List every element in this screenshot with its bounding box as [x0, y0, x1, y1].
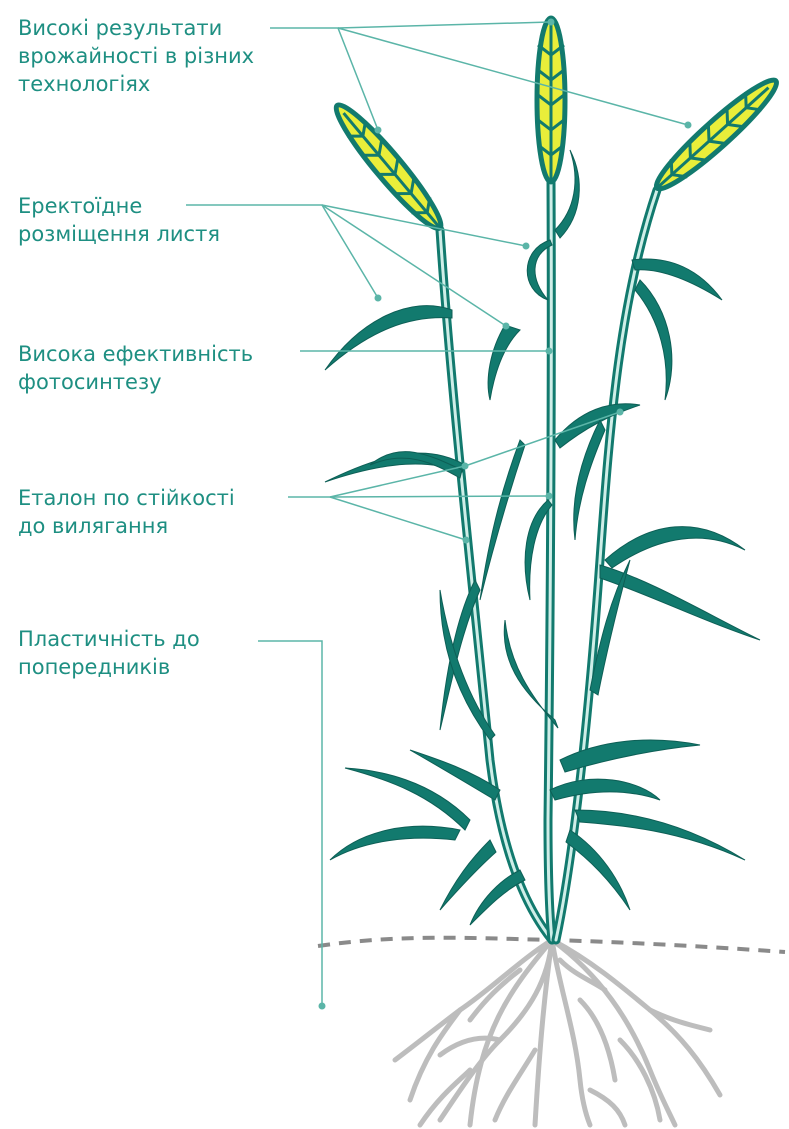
callout-predecessor-line2: попередників — [18, 653, 200, 681]
callout-yield: Високі результати врожайності в різних т… — [18, 14, 254, 98]
leader-lines — [186, 22, 688, 1006]
callout-lodging-resistance: Еталон по стійкості до вилягання — [18, 484, 235, 540]
callout-lodging-line1: Еталон по стійкості — [18, 484, 235, 512]
callout-yield-line2: врожайності в різних — [18, 42, 254, 70]
callout-predecessor-line1: Пластичність до — [18, 625, 200, 653]
callout-yield-line3: технологіях — [18, 70, 254, 98]
callout-photosynthesis-line2: фотосинтезу — [18, 368, 253, 396]
callout-erectoid-line2: розміщення листя — [18, 220, 220, 248]
callout-photosynthesis-line1: Висока ефективність — [18, 340, 253, 368]
callout-photosynthesis: Висока ефективність фотосинтезу — [18, 340, 253, 396]
wheat-ear-icon — [327, 18, 784, 236]
root-system-icon — [395, 940, 720, 1125]
callout-predecessor-plasticity: Пластичність до попередників — [18, 625, 200, 681]
leaves — [325, 150, 760, 925]
callout-erectoid-leaves: Еректоїдне розміщення листя — [18, 192, 220, 248]
callout-yield-line1: Високі результати — [18, 14, 254, 42]
callout-erectoid-line1: Еректоїдне — [18, 192, 220, 220]
callout-lodging-line2: до вилягання — [18, 512, 235, 540]
